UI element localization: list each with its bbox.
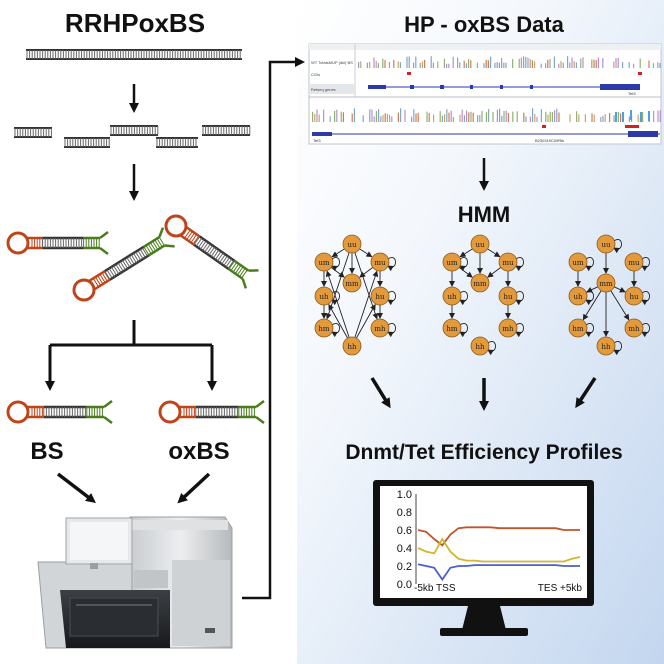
hmm-state-node xyxy=(370,286,390,306)
hmm-state-node xyxy=(498,318,518,338)
hmm-state-label: hu xyxy=(503,293,513,301)
hmm-state-label: mh xyxy=(502,325,514,333)
hmm-state-node xyxy=(624,318,644,338)
hmm-state-label: hu xyxy=(375,293,385,301)
x-label-tss: -5kb TSS xyxy=(414,583,456,594)
bs-hairpin-icon xyxy=(6,400,113,424)
hmm-state-label: uu xyxy=(601,241,611,249)
oxbs-hairpin-icon xyxy=(158,400,265,424)
hmm-state-node xyxy=(442,286,462,306)
hmm-state-node xyxy=(470,273,490,293)
hp-oxbs-data-title: HP - oxBS Data xyxy=(404,12,565,37)
hmm-state-node xyxy=(568,252,588,272)
hmm-state-label: uh xyxy=(319,293,329,301)
hmm-state-label: um xyxy=(572,259,584,267)
hmm-state-node xyxy=(314,252,334,272)
arrow-sequencer-to-data xyxy=(242,57,305,600)
hmm-state-node xyxy=(314,286,334,306)
y-tick-label: 0.6 xyxy=(397,525,412,537)
hmm-state-node xyxy=(470,234,490,254)
hmm-state-label: hm xyxy=(572,325,584,333)
hmm-state-node xyxy=(596,234,616,254)
y-tick-label: 0.4 xyxy=(397,543,412,555)
bs-label: BS xyxy=(30,438,63,465)
gene-label-tet3-top: Tet3 xyxy=(628,91,636,96)
hmm-state-node xyxy=(498,286,518,306)
hmm-state-label: uu xyxy=(347,241,357,249)
hmm-state-label: hu xyxy=(629,293,639,301)
hmm-state-node xyxy=(624,252,644,272)
hmm-model-1: uu um mu mm uh hu hm mh hh xyxy=(314,234,396,356)
hmm-state-label: uu xyxy=(475,241,485,249)
arrow-hmm3-to-profiles xyxy=(575,377,597,409)
hmm-model-3: uu um mu mm uh hu hm mh hh xyxy=(568,234,650,356)
hmm-state-node xyxy=(568,318,588,338)
hmm-state-node xyxy=(342,234,362,254)
gene-label-tet3-bottom: Tet3 xyxy=(313,138,321,143)
hmm-model-2: uu um mu mm uh hu hm mh hh xyxy=(442,234,524,356)
hmm-state-label: mh xyxy=(374,325,386,333)
profile-series-line xyxy=(417,537,581,563)
x-label-tes: TES +5kb xyxy=(538,583,583,594)
sequencer-machine-icon xyxy=(37,516,233,649)
hmm-state-label: mu xyxy=(374,259,386,267)
hmm-state-node xyxy=(342,336,362,356)
hmm-state-node xyxy=(470,336,490,356)
hmm-state-label: hh xyxy=(475,343,485,351)
hmm-state-node xyxy=(442,318,462,338)
hmm-state-node xyxy=(370,252,390,272)
hmm-state-node xyxy=(498,252,518,272)
hmm-state-node xyxy=(596,273,616,293)
hmm-state-node xyxy=(624,286,644,306)
hmm-state-node xyxy=(314,318,334,338)
hairpin-ligated-fragments-icon xyxy=(6,214,259,302)
profile-series-line xyxy=(417,563,580,582)
gene-label-b230319c09rik: B230319C09Rik xyxy=(535,138,564,143)
hmm-state-label: mm xyxy=(345,280,359,288)
y-tick-label: 1.0 xyxy=(397,489,412,501)
arrow-bs-to-sequencer xyxy=(56,472,96,504)
hmm-state-label: um xyxy=(318,259,330,267)
hmm-state-label: mu xyxy=(628,259,640,267)
y-tick-label: 0.2 xyxy=(397,561,412,573)
hmm-state-label: hm xyxy=(446,325,458,333)
rrhpoxbs-title: RRHPoxBS xyxy=(65,8,205,38)
track3-label: Refseq genes xyxy=(311,87,336,92)
profile-monitor-icon xyxy=(373,480,594,636)
arrow-hmm1-to-profiles xyxy=(370,377,391,409)
y-tick-label: 0.8 xyxy=(397,507,412,519)
hmm-state-node xyxy=(342,273,362,293)
y-tick-label: 0.0 xyxy=(397,579,412,591)
hmm-state-node xyxy=(596,336,616,356)
hmm-state-node xyxy=(568,286,588,306)
genome-browser-screenshot: WT TotalsMUP (dkl) BS CGIs Refseq genes … xyxy=(308,43,662,145)
hmm-state-node xyxy=(442,252,462,272)
hmm-state-label: mm xyxy=(473,280,487,288)
hmm-state-label: mh xyxy=(628,325,640,333)
hmm-state-label: hm xyxy=(318,325,330,333)
hmm-state-label: hh xyxy=(347,343,357,351)
hmm-state-label: hh xyxy=(601,343,611,351)
dna-fragments-icon xyxy=(14,125,251,148)
profile-chart: 1.0 0.8 0.6 0.4 0.2 0.0-5kb TSS TES +5kb xyxy=(397,489,583,594)
hmm-state-node xyxy=(370,318,390,338)
profiles-title: Dnmt/Tet Efficiency Profiles xyxy=(345,441,622,464)
hmm-state-label: um xyxy=(446,259,458,267)
arrow-split-tree xyxy=(48,320,214,380)
hmm-state-label: mu xyxy=(502,259,514,267)
hmm-state-label: uh xyxy=(573,293,583,301)
genomic-dna-icon xyxy=(26,49,242,60)
hmm-state-label: uh xyxy=(447,293,457,301)
arrow-oxbs-to-sequencer xyxy=(177,472,211,504)
track2-label: CGIs xyxy=(311,72,320,77)
hmm-title: HMM xyxy=(458,202,511,227)
track1-label: WT TotalsMUP (dkl) BS xyxy=(311,60,353,65)
oxbs-label: oxBS xyxy=(168,438,229,465)
hmm-state-label: mm xyxy=(599,280,613,288)
